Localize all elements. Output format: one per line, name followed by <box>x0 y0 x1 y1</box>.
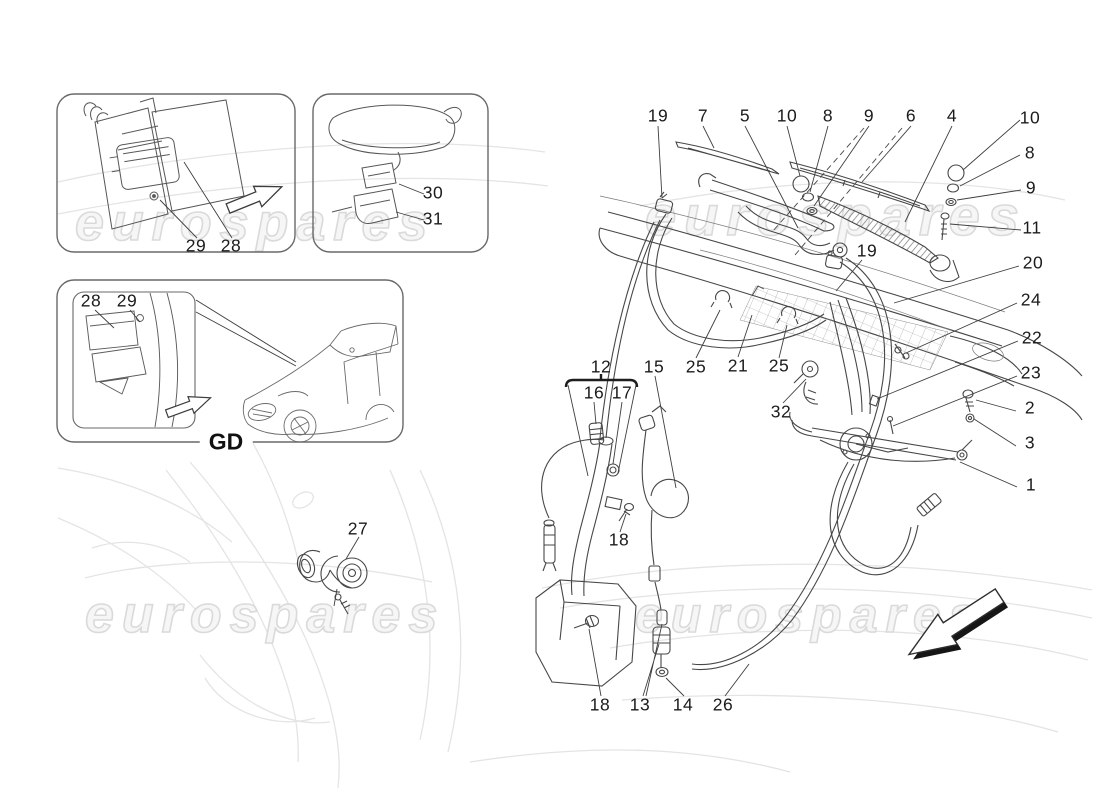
hose-clip-25 <box>710 290 733 309</box>
bolt-2-washer-3 <box>962 389 975 423</box>
mirror-drawing <box>328 104 462 224</box>
wiring-pigtail <box>83 102 109 125</box>
watermark-layer: eurospares eurospares eurospares eurospa… <box>74 183 1027 645</box>
bolt-18-tank <box>584 614 600 628</box>
pump-left <box>543 519 555 527</box>
filler-cap-16 <box>588 422 605 445</box>
mirror-connectors <box>331 162 399 224</box>
watermark-text: eurospares <box>85 586 445 644</box>
ecu-small <box>85 310 139 351</box>
washer-hose-26 <box>691 257 893 671</box>
location-inset-box <box>56 279 404 443</box>
wiper-linkage-motor <box>789 411 973 576</box>
watermark-text: eurospares <box>645 184 1027 247</box>
harness-fittings <box>868 343 910 435</box>
big-direction-arrow-icon <box>907 588 1005 656</box>
wiper-arm-4 <box>817 195 960 283</box>
filler-neck <box>570 441 613 597</box>
cable-connector <box>916 493 942 517</box>
wiper-blade-7 <box>675 141 780 175</box>
bolt-18 <box>623 502 635 512</box>
direction-arrows <box>164 185 1008 660</box>
wiper-system-drawing <box>296 127 1083 687</box>
wiper-arm-5 <box>698 173 848 258</box>
leader-lines <box>94 119 1022 697</box>
screw <box>149 191 159 201</box>
neck-clamp <box>604 496 623 511</box>
mirror-stalk <box>393 107 462 171</box>
hose-to-reservoir <box>599 219 661 439</box>
wiper-blade-6 <box>789 161 931 213</box>
ecu-module <box>109 137 180 190</box>
washer-hose-21 <box>646 213 827 349</box>
washer-nozzle-32 <box>793 360 819 405</box>
location-detail-box <box>72 291 196 429</box>
washer-hose-15 <box>638 405 689 611</box>
pivot-fixings-right <box>940 164 965 241</box>
motor-cable <box>829 461 919 576</box>
ghost-background-art <box>57 142 1093 789</box>
ecu-inset-box <box>56 93 296 253</box>
car-sketch <box>242 322 399 443</box>
direction-arrow-icon <box>164 395 212 419</box>
location-drawing <box>85 292 399 443</box>
alignment-dashes <box>771 127 903 256</box>
grommet-17 <box>606 463 620 477</box>
reservoir-tank <box>535 579 637 687</box>
washer-reservoir <box>535 422 637 687</box>
screw <box>136 314 144 322</box>
direction-arrow-icon <box>225 185 284 214</box>
mirror-inset-box <box>312 93 489 253</box>
hose-clip-25 <box>776 306 799 325</box>
group-bracket-12 <box>564 374 639 388</box>
horn-27 <box>296 549 368 615</box>
watermark-text: eurospares <box>635 587 985 643</box>
